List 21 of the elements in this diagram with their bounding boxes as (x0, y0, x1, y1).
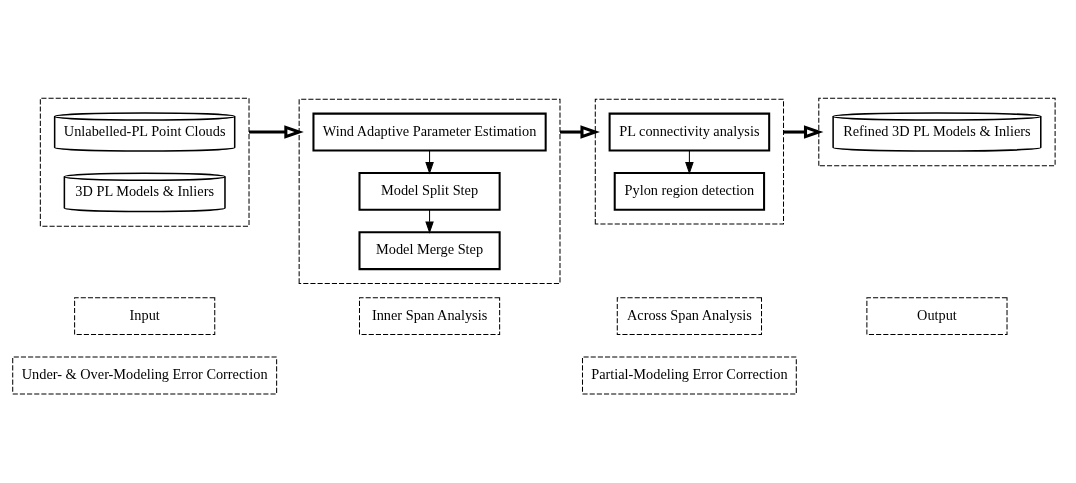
node-box: Inner Span Analysis (359, 296, 501, 335)
node-box: PL connectivity analysis (608, 112, 771, 151)
arrow (560, 124, 600, 139)
node-box: Model Split Step (358, 171, 501, 211)
node-box: Partial-Modeling Error Correction (582, 356, 797, 394)
node-box: Across Span Analysis (616, 296, 762, 335)
arrow (685, 149, 694, 174)
node-box: Pylon region detection (613, 171, 766, 211)
arrow (783, 124, 824, 139)
node-box: Output (866, 296, 1008, 335)
node-box: Model Merge Step (358, 230, 501, 270)
arrow (425, 149, 434, 174)
cluster (594, 98, 784, 225)
node-box: Under- & Over-Modeling Error Correction (12, 356, 278, 394)
node-box: Wind Adaptive Parameter Estimation (312, 112, 547, 151)
arrow (249, 124, 304, 139)
arrow (425, 208, 434, 234)
cluster (298, 98, 561, 284)
cluster (39, 97, 250, 227)
cluster (818, 97, 1056, 166)
node-box: Input (74, 296, 216, 335)
